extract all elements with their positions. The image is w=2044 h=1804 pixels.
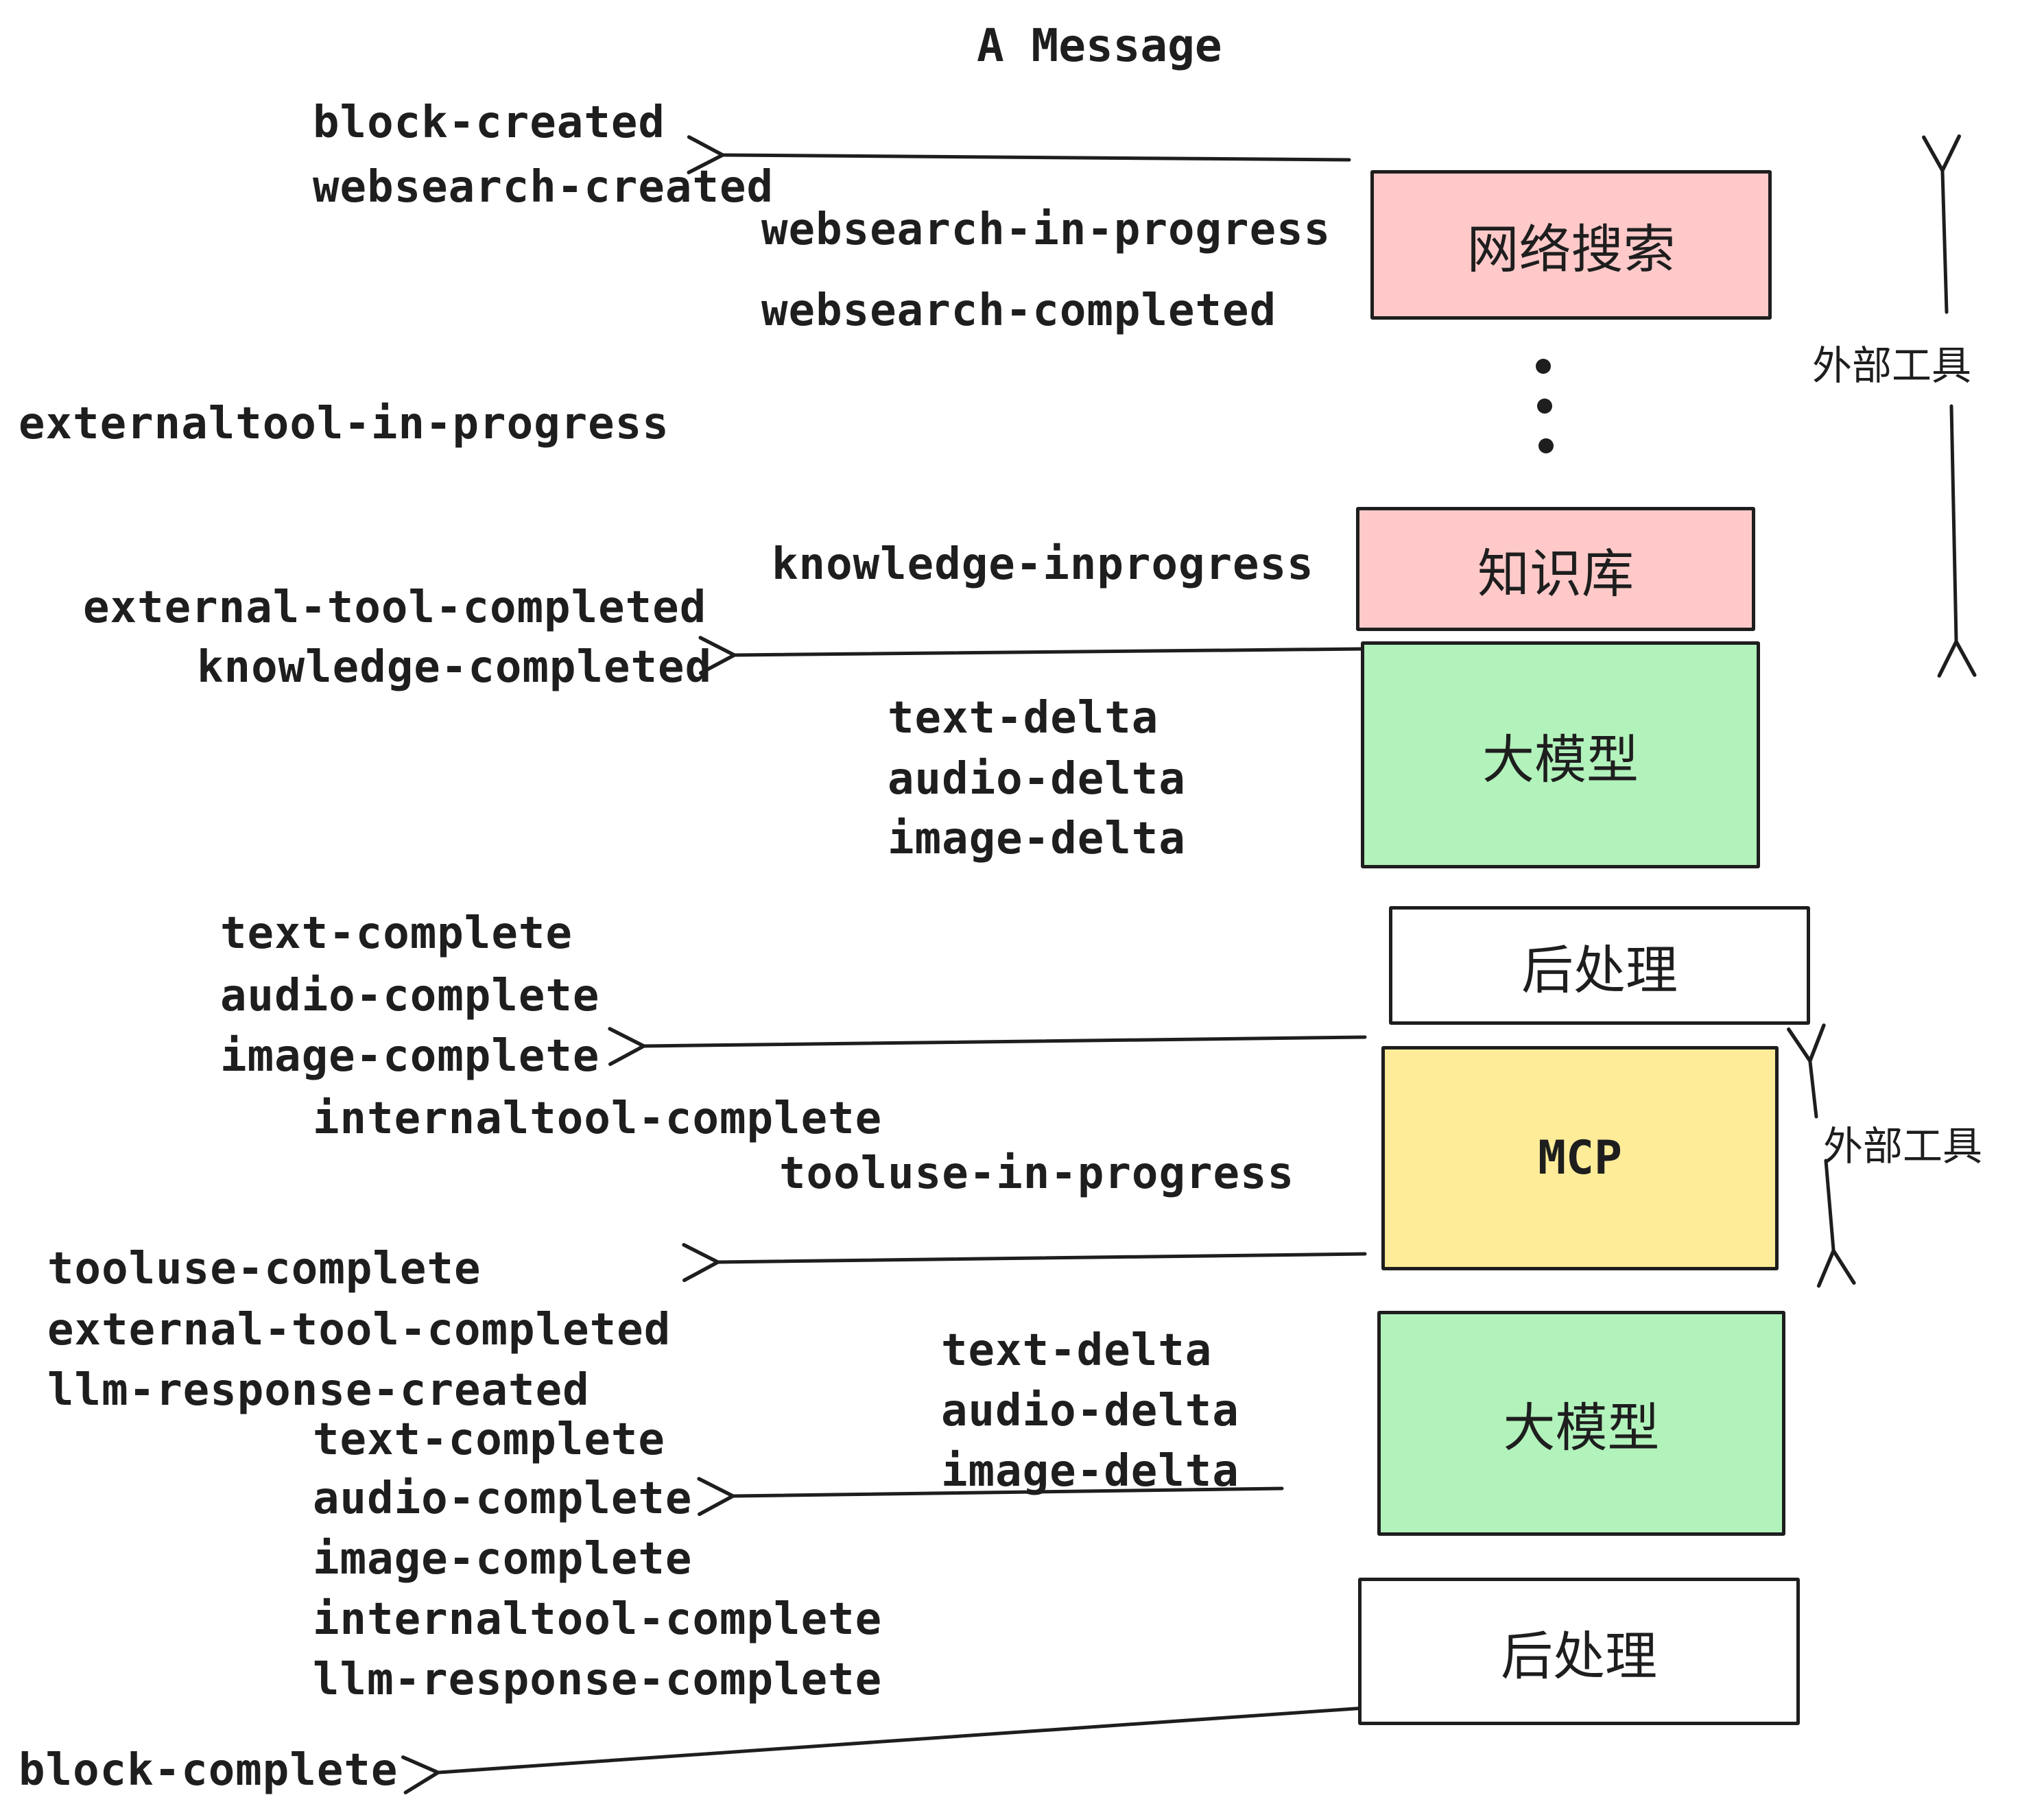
- event-text-delta-1: text-delta: [888, 693, 1159, 744]
- external-tools-down-arrow-2: [1816, 1159, 1856, 1288]
- box-postprocess-1: 后处理: [1389, 906, 1810, 1025]
- external-tools-label-2: 外部工具: [1823, 1123, 1983, 1170]
- event-internaltool-complete-1: internaltool-complete: [313, 1093, 883, 1144]
- arrow-to-audio-complete: [697, 1477, 1284, 1517]
- event-image-complete-1: image-complete: [220, 1031, 600, 1082]
- event-knowledge-inprogress: knowledge-inprogress: [772, 539, 1314, 590]
- box-knowledge-base: 知识库: [1356, 507, 1755, 631]
- event-tooluse-in-progress: tooluse-in-progress: [779, 1148, 1295, 1199]
- ellipsis-dots: [1536, 359, 1554, 453]
- event-externaltool-in-progress: externaltool-in-progress: [19, 399, 669, 449]
- event-websearch-completed: websearch-completed: [761, 285, 1277, 336]
- event-block-created: block-created: [313, 97, 665, 148]
- arrow-to-block-complete: [401, 1706, 1367, 1794]
- arrow-to-knowledge-completed: [698, 636, 1366, 675]
- box-llm-1-label: 大模型: [1482, 728, 1639, 790]
- box-llm-2-label: 大模型: [1503, 1397, 1660, 1458]
- event-block-complete: block-complete: [19, 1745, 399, 1796]
- event-text-complete-1: text-complete: [220, 908, 573, 959]
- box-mcp-label: MCP: [1538, 1131, 1622, 1185]
- event-external-tool-completed-1: external-tool-completed: [83, 582, 707, 633]
- box-websearch: 网络搜索: [1370, 170, 1772, 320]
- box-websearch-label: 网络搜索: [1466, 219, 1676, 280]
- box-mcp: MCP: [1381, 1046, 1779, 1270]
- external-tools-up-arrow-2: [1787, 1023, 1826, 1119]
- box-postprocess-2: 后处理: [1358, 1578, 1800, 1725]
- event-llm-response-complete: llm-response-complete: [313, 1654, 883, 1705]
- event-websearch-in-progress: websearch-in-progress: [761, 204, 1331, 255]
- event-external-tool-completed-2: external-tool-completed: [47, 1305, 672, 1355]
- arrow-to-block-created: [687, 135, 1351, 175]
- event-audio-complete-2: audio-complete: [313, 1473, 693, 1524]
- box-postprocess-2-label: 后处理: [1501, 1625, 1657, 1687]
- event-audio-delta-2: audio-delta: [941, 1386, 1239, 1436]
- event-image-complete-2: image-complete: [313, 1534, 693, 1585]
- external-tools-up-arrow-1: [1922, 134, 1961, 314]
- event-internaltool-complete-2: internaltool-complete: [313, 1594, 883, 1645]
- diagram-title: A Message: [977, 19, 1222, 72]
- event-image-delta-2: image-delta: [941, 1446, 1239, 1497]
- external-tools-down-arrow-1: [1937, 404, 1977, 678]
- event-llm-response-created: llm-response-created: [47, 1365, 590, 1416]
- event-knowledge-completed: knowledge-completed: [197, 642, 713, 693]
- event-websearch-created: websearch-created: [313, 162, 774, 213]
- event-tooluse-complete: tooluse-complete: [47, 1244, 482, 1294]
- event-image-delta-1: image-delta: [888, 814, 1186, 864]
- arrow-to-image-complete: [608, 1027, 1367, 1067]
- box-postprocess-1-label: 后处理: [1521, 939, 1678, 1001]
- event-audio-complete-1: audio-complete: [220, 971, 600, 1021]
- box-knowledge-base-label: 知识库: [1477, 543, 1634, 604]
- event-text-delta-2: text-delta: [941, 1325, 1213, 1376]
- box-llm-1: 大模型: [1361, 641, 1760, 868]
- arrow-to-tooluse-complete: [682, 1243, 1367, 1283]
- event-text-complete-2: text-complete: [313, 1414, 665, 1465]
- external-tools-label-1: 外部工具: [1812, 342, 1972, 389]
- event-audio-delta-1: audio-delta: [888, 754, 1186, 805]
- box-llm-2: 大模型: [1377, 1311, 1785, 1536]
